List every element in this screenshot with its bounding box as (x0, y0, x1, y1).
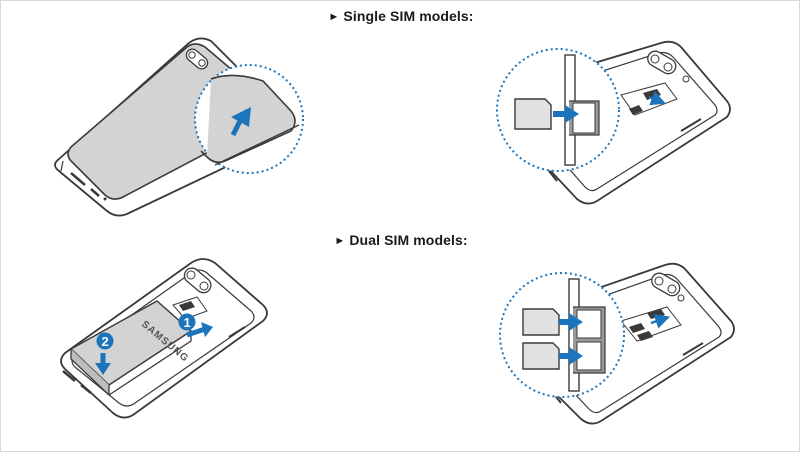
camera-icon (183, 267, 212, 294)
sim-card-icon (514, 98, 552, 130)
single-sim-heading-text: Single SIM models: (343, 8, 474, 24)
camera-icon (651, 272, 685, 302)
dual-sim-heading-text: Dual SIM models: (349, 232, 468, 248)
svg-text:1: 1 (184, 315, 191, 330)
illustration-insert-dual-sim (499, 262, 735, 425)
arrow-right-icon (553, 105, 579, 123)
illustration-remove-back-cover (54, 37, 304, 217)
svg-text:2: 2 (102, 334, 109, 349)
step-1-badge: 1 (178, 313, 196, 331)
camera-icon (185, 48, 209, 70)
step-2-badge: 2 (96, 332, 114, 350)
arrow-up-icon (230, 107, 251, 137)
triangle-marker-icon: ► (328, 11, 340, 23)
triangle-marker-icon: ► (334, 235, 346, 247)
arrow-down-icon (95, 353, 111, 375)
sim-card-icon (522, 342, 560, 370)
arrow-right-icon (186, 326, 206, 338)
illustration-insert-single-sim (496, 40, 731, 205)
dual-sim-heading: ►Dual SIM models: (1, 232, 800, 248)
sim-card-icon (522, 308, 560, 336)
zoom-circle (496, 48, 620, 172)
single-sim-heading: ►Single SIM models: (1, 8, 800, 24)
arrow-right-icon (559, 313, 583, 331)
illustration-insert-battery: SAMSUNG 1 2 (60, 258, 268, 419)
arrow-right-icon (559, 347, 583, 365)
camera-icon (647, 50, 690, 83)
